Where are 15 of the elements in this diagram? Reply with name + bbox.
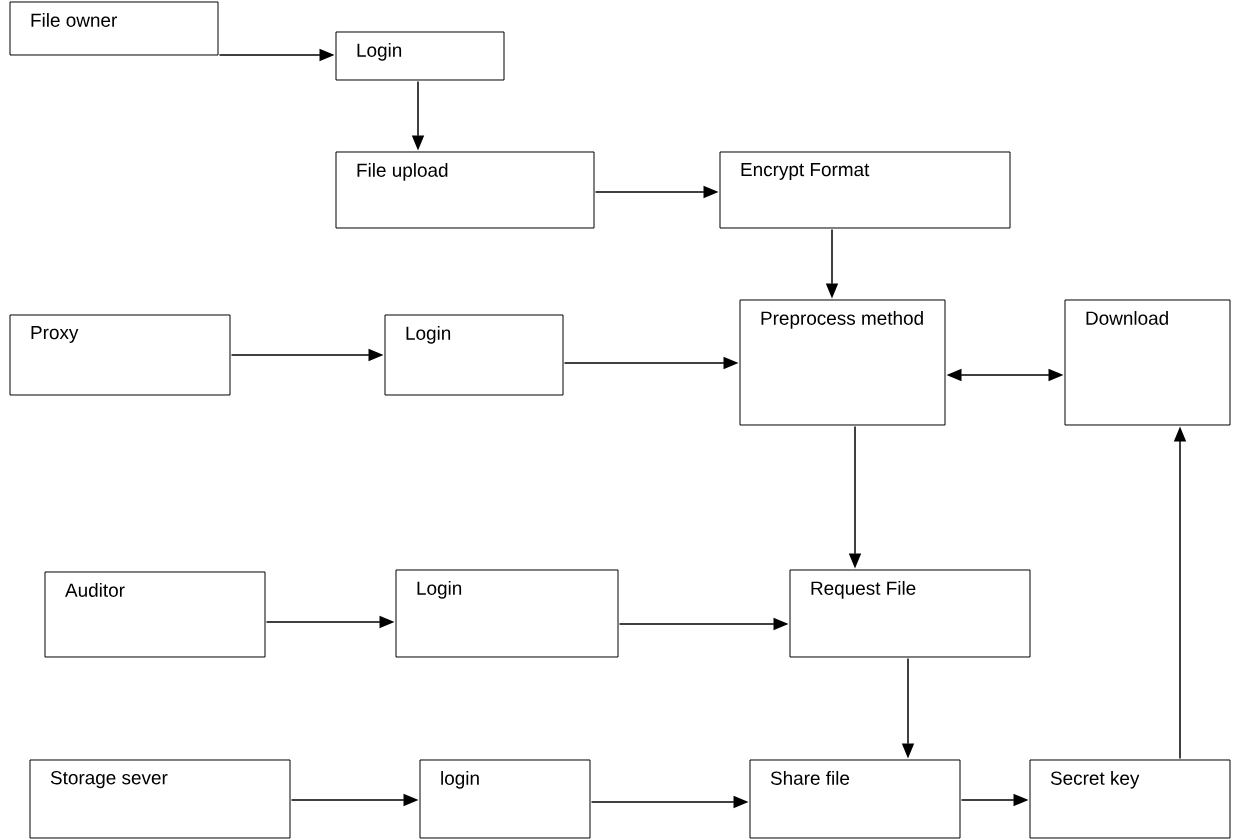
process-box: Secret key [1029,759,1231,839]
process-box: Proxy [9,314,231,396]
process-box: Storage sever [29,759,291,839]
process-box: Download [1064,299,1231,426]
process-box: Login [395,569,619,658]
process-box: Share file [749,759,961,839]
process-box: File upload [335,151,595,229]
process-box: File owner [9,1,219,56]
process-box: Login [335,31,505,81]
process-box: Auditor [44,571,266,658]
process-box: Login [384,314,564,396]
process-box: Preprocess method [739,299,946,426]
process-box: login [419,759,591,839]
process-box: Request File [789,569,1031,658]
process-box: Encrypt Format [719,151,1011,229]
